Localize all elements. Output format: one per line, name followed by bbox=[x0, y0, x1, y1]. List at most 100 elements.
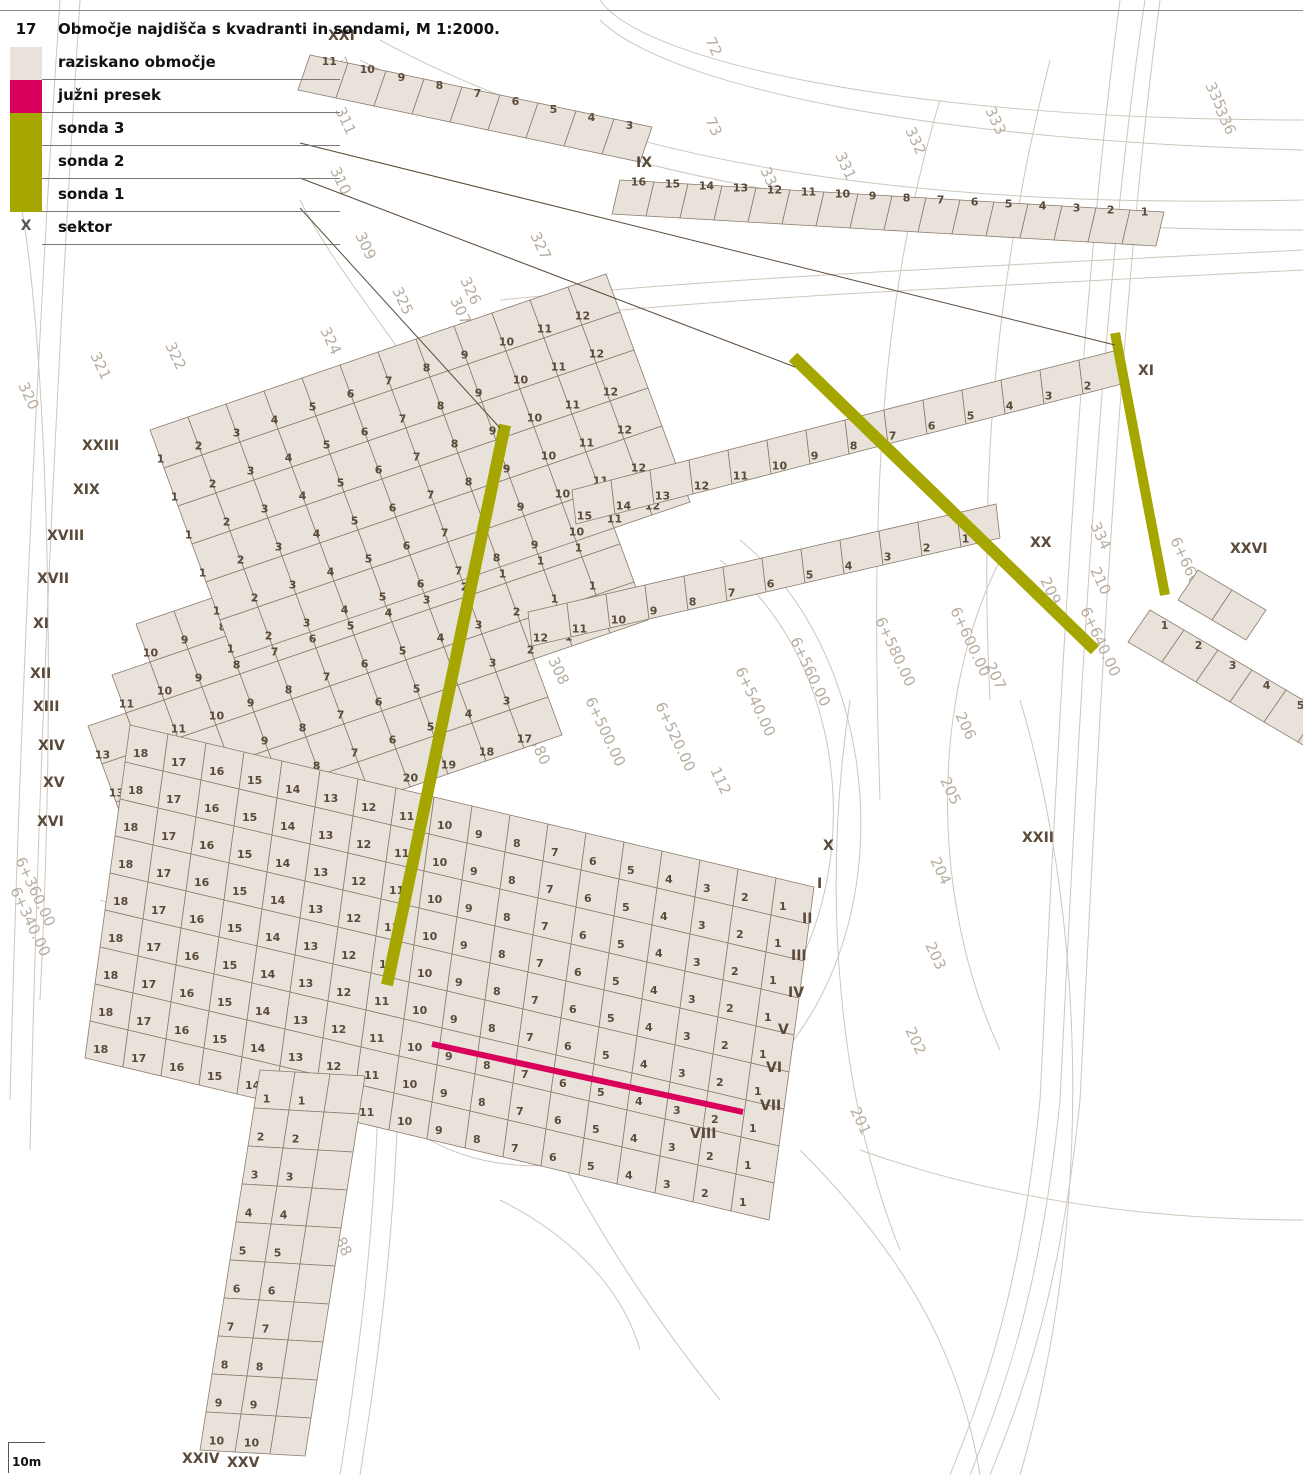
contour-label: 205 bbox=[936, 774, 964, 808]
grid-cell-number: 18 bbox=[93, 1043, 108, 1056]
sector-viii: VIII bbox=[690, 1126, 716, 1142]
grid-cell-number: 9 bbox=[215, 1397, 223, 1410]
grid-cell-number: 10 bbox=[417, 967, 433, 980]
grid-cell-number: 5 bbox=[323, 439, 331, 452]
grid-cell-number: 2 bbox=[701, 1187, 709, 1200]
grid-cell-number: 5 bbox=[379, 591, 387, 604]
grid-cell-number: 18 bbox=[479, 746, 494, 759]
grid-cell-number: 11 bbox=[119, 698, 134, 711]
grid-cell-number: 9 bbox=[465, 902, 473, 915]
grid-cell-number: 9 bbox=[650, 605, 658, 618]
grid-cell-number: 2 bbox=[736, 928, 744, 941]
grid-cell-number: 4 bbox=[299, 490, 307, 503]
grid-cell-number: 4 bbox=[625, 1169, 633, 1182]
sector-xxi: XXI bbox=[328, 28, 355, 44]
sector-xi-left: XI bbox=[33, 616, 49, 632]
grid-cell-number: 13 bbox=[655, 490, 670, 503]
grid-cell-number: 13 bbox=[293, 1014, 308, 1027]
contour-label: 309 bbox=[351, 229, 379, 263]
grid-cell-number: 16 bbox=[174, 1024, 190, 1037]
grid-cell-number: 17 bbox=[517, 733, 532, 746]
grid-cell-number: 6 bbox=[928, 420, 936, 433]
grid-cell-number: 12 bbox=[351, 875, 366, 888]
legend-swatch-sonda-1 bbox=[10, 179, 42, 212]
grid-cell-number: 2 bbox=[741, 891, 749, 904]
grid-cell-number: 4 bbox=[385, 607, 393, 620]
grid-cell-number: 1 bbox=[575, 542, 583, 555]
grid-cell-number: 7 bbox=[455, 565, 463, 578]
grid-cell-number: 17 bbox=[131, 1052, 146, 1065]
grid-cell-number: 3 bbox=[489, 657, 497, 670]
grid-cell-number: 8 bbox=[478, 1096, 486, 1109]
contour-label: 327 bbox=[526, 229, 554, 263]
grid-cell-number: 6 bbox=[574, 966, 582, 979]
grid-cell-number: 6 bbox=[361, 658, 369, 671]
grid-cell-number: 1 bbox=[298, 1095, 306, 1108]
grid-cell-number: 2 bbox=[513, 606, 521, 619]
grid-cell-number: 8 bbox=[850, 440, 858, 453]
grid-cell-number: 4 bbox=[650, 984, 658, 997]
grid-cell-number: 6 bbox=[233, 1283, 241, 1296]
sector-xviii: XVIII bbox=[47, 528, 84, 544]
grid-cell-number: 15 bbox=[222, 959, 237, 972]
grid-cell bbox=[211, 1335, 254, 1377]
sector-xvi: XVI bbox=[37, 814, 64, 830]
grid-cell-number: 6 bbox=[549, 1151, 557, 1164]
grid-cell-number: 13 bbox=[733, 182, 748, 195]
grid-cell-number: 6 bbox=[589, 855, 597, 868]
grid-cell-number: 9 bbox=[475, 828, 483, 841]
grid-cell-number: 15 bbox=[232, 885, 247, 898]
grid-cell-number: 9 bbox=[398, 71, 406, 84]
grid-cell-number: 18 bbox=[123, 821, 138, 834]
grid-cell bbox=[269, 1415, 312, 1457]
grid-cell-number: 5 bbox=[617, 938, 625, 951]
grid-cell-number: 5 bbox=[427, 721, 435, 734]
grid-cell bbox=[223, 1259, 266, 1301]
grid-cell-number: 7 bbox=[728, 587, 736, 600]
grid-cell bbox=[305, 1187, 348, 1229]
grid-cell-number: 11 bbox=[537, 323, 552, 336]
grid-cell-number: 7 bbox=[427, 489, 435, 502]
contour-label: 202 bbox=[901, 1024, 929, 1058]
grid-cell-number: 20 bbox=[403, 772, 419, 785]
legend-divider bbox=[42, 211, 340, 212]
grid-cell-number: 11 bbox=[399, 810, 414, 823]
grid-cell-number: 8 bbox=[436, 79, 444, 92]
grid-cell-number: 7 bbox=[889, 430, 897, 443]
grid-cell-number: 14 bbox=[270, 894, 286, 907]
grid-cell-number: 8 bbox=[473, 1133, 481, 1146]
grid-cell-number: 7 bbox=[413, 451, 421, 464]
grid-cell-number: 5 bbox=[587, 1160, 595, 1173]
grid-cell bbox=[240, 1375, 283, 1417]
contour-label: 336 bbox=[1211, 104, 1239, 138]
grid-cell-number: 8 bbox=[233, 659, 241, 672]
grid-cell-number: 3 bbox=[303, 617, 311, 630]
grid-cell-number: 11 bbox=[733, 470, 748, 483]
grid-cell-number: 7 bbox=[399, 413, 407, 426]
grid-block-south: 1817161514131211109876543211817161514131… bbox=[84, 724, 815, 1221]
contour-label: 206 bbox=[951, 709, 979, 743]
grid-cell-number: 8 bbox=[508, 874, 516, 887]
grid-cell-number: 7 bbox=[262, 1323, 270, 1336]
grid-cell bbox=[282, 1109, 325, 1151]
grid-cell-number: 3 bbox=[668, 1141, 676, 1154]
grid-cell-number: 6 bbox=[347, 388, 355, 401]
top-rule bbox=[0, 10, 1303, 11]
grid-cell-number: 9 bbox=[460, 939, 468, 952]
grid-cell-number: 1 bbox=[157, 453, 165, 466]
grid-cell-number: 1 bbox=[171, 491, 179, 504]
sector-ix: IX bbox=[636, 155, 652, 171]
grid-cell-number: 1 bbox=[774, 937, 782, 950]
grid-cell-number: 4 bbox=[655, 947, 663, 960]
grid-cell-number: 3 bbox=[884, 551, 892, 564]
grid-cell-number: 18 bbox=[103, 969, 118, 982]
grid-cell-number: 10 bbox=[432, 856, 448, 869]
grid-cell-number: 4 bbox=[1263, 679, 1271, 692]
grid-cell-number: 7 bbox=[337, 709, 345, 722]
grid-cell bbox=[323, 1073, 366, 1115]
grid-cell-number: 5 bbox=[592, 1123, 600, 1136]
grid-cell-number: 4 bbox=[635, 1095, 643, 1108]
grid-cell-number: 3 bbox=[423, 594, 431, 607]
grid-cell-number: 1 bbox=[764, 1011, 772, 1024]
